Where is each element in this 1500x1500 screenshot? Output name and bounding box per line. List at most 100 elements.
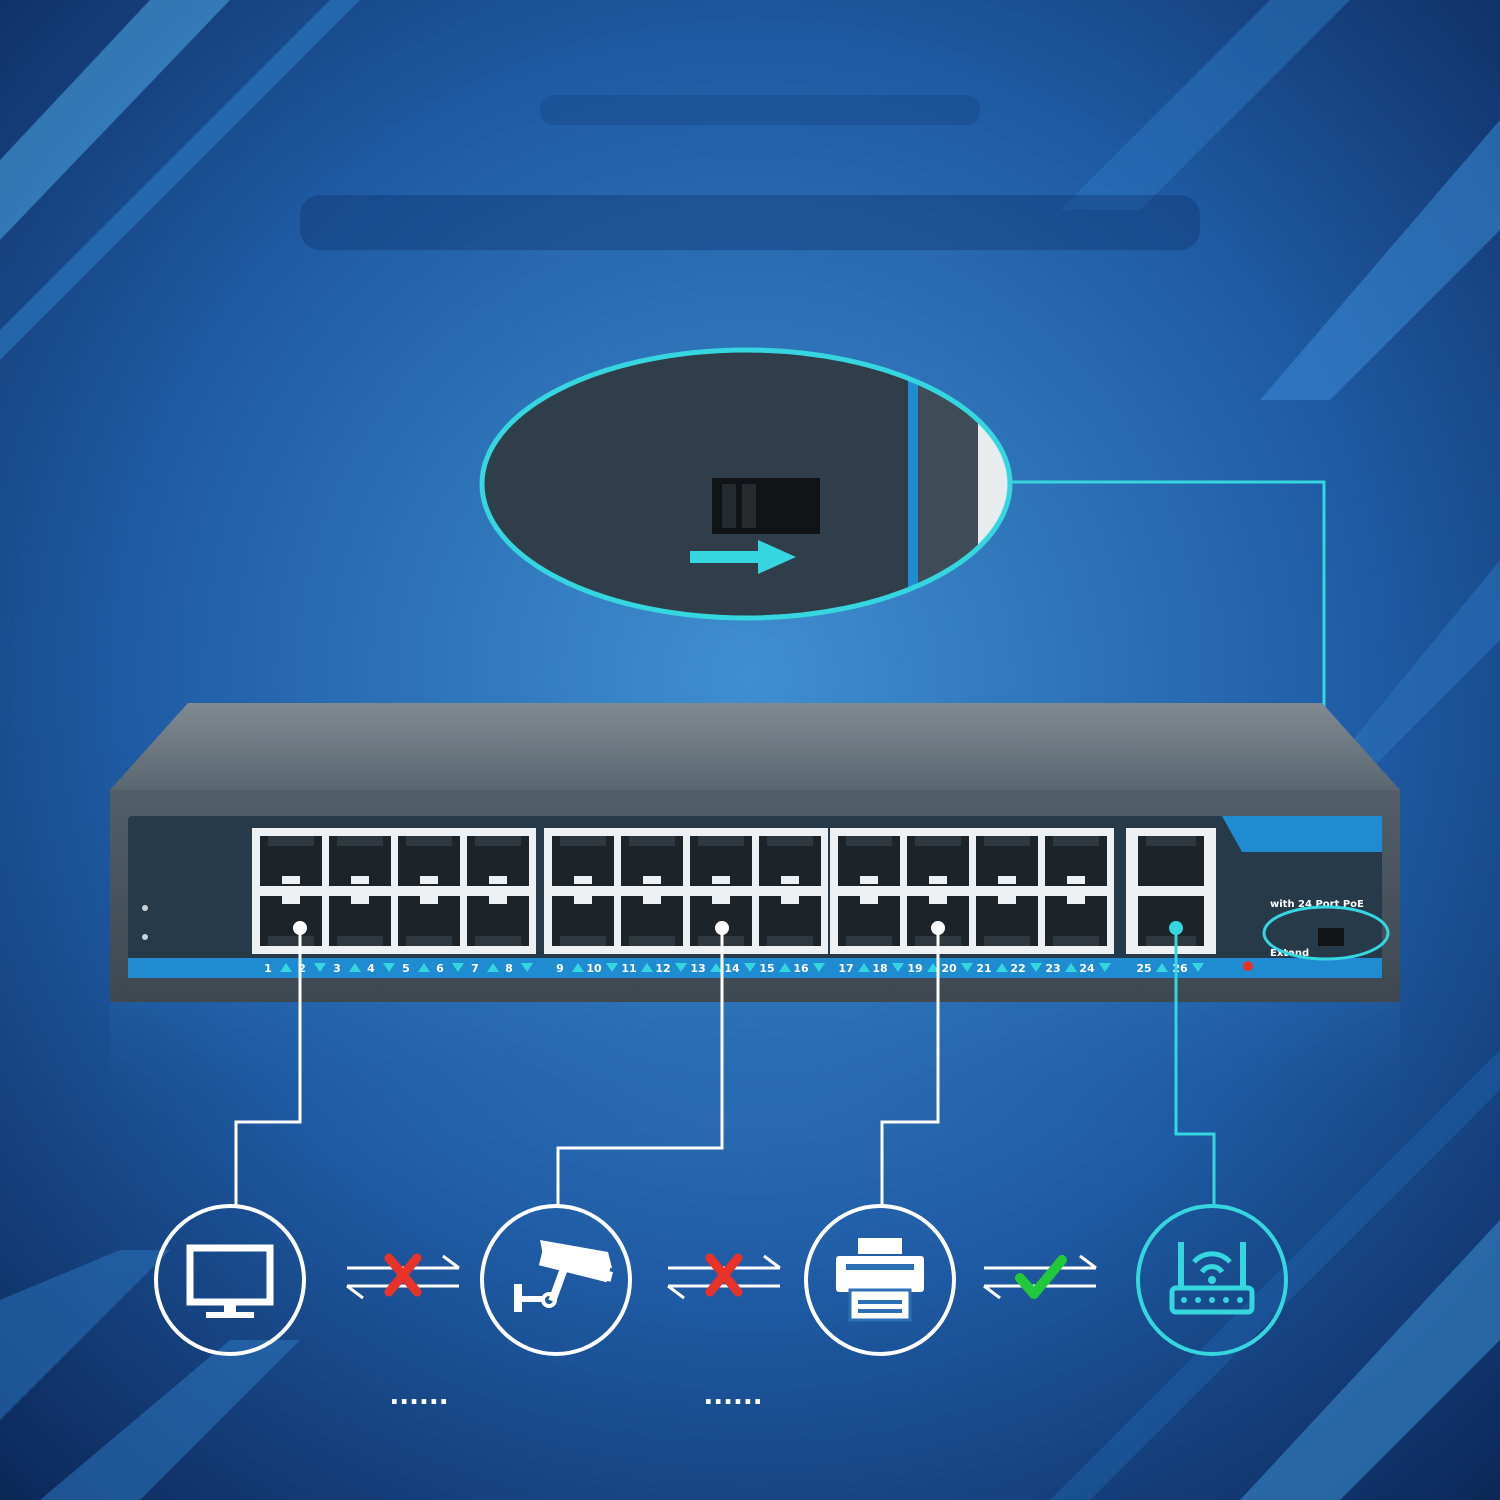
port-label: 13 <box>690 962 705 975</box>
triangle-up-icon <box>779 963 791 972</box>
connection-lines <box>234 928 1216 1206</box>
rj45-port[interactable] <box>260 836 322 886</box>
router-icon <box>1169 1242 1255 1315</box>
switch-reflection <box>110 1002 1400 1132</box>
rj45-port[interactable] <box>329 836 391 886</box>
triangle-down-icon <box>1099 963 1111 972</box>
port-label: 17 <box>838 962 853 975</box>
rj45-port[interactable] <box>552 836 614 886</box>
rj45-port[interactable] <box>467 836 529 886</box>
rj45-port[interactable] <box>1138 896 1204 946</box>
rj45-port[interactable] <box>690 836 752 886</box>
port-label: 20 <box>941 962 957 975</box>
ellipsis-right: ...... <box>703 1381 762 1411</box>
port-label: 1 <box>264 962 272 975</box>
triangle-down-icon <box>744 963 756 972</box>
rj45-port[interactable] <box>621 896 683 946</box>
triangle-up-icon <box>1156 963 1168 972</box>
camera-icon <box>514 1240 613 1312</box>
rj45-port[interactable] <box>759 896 821 946</box>
right-arrow-icon <box>690 551 762 563</box>
port-label: 2 <box>298 962 306 975</box>
triangle-up-icon <box>418 963 430 972</box>
blurred-band-top <box>540 95 980 125</box>
triangle-up-icon <box>1065 963 1077 972</box>
triangle-up-icon <box>858 963 870 972</box>
port-label: 18 <box>872 962 887 975</box>
rj45-port[interactable] <box>398 836 460 886</box>
port-dot <box>931 921 945 935</box>
switch-top <box>110 703 1400 790</box>
blurred-band <box>300 195 1200 250</box>
triangle-up-icon <box>710 963 722 972</box>
port-label: 5 <box>402 962 410 975</box>
power-led <box>142 905 148 911</box>
rj45-port[interactable] <box>976 896 1038 946</box>
triangle-down-icon <box>606 963 618 972</box>
status-led <box>142 934 148 940</box>
port-group-3 <box>830 828 1114 954</box>
triangle-up-icon <box>572 963 584 972</box>
link-arrows <box>983 1254 1097 1300</box>
port-label: 23 <box>1045 962 1060 975</box>
triangle-down-icon <box>314 963 326 972</box>
port-group-2 <box>544 828 828 954</box>
port-label: 10 <box>586 962 602 975</box>
port-dot <box>1169 921 1183 935</box>
device-router <box>1136 1204 1288 1356</box>
triangle-up-icon <box>487 963 499 972</box>
port-label: 24 <box>1079 962 1095 975</box>
port-dot <box>715 921 729 935</box>
triangle-down-icon <box>1192 963 1204 972</box>
port-dot <box>293 921 307 935</box>
triangle-down-icon <box>383 963 395 972</box>
rj45-port[interactable] <box>398 896 460 946</box>
port-label: 4 <box>367 962 375 975</box>
cross-icon <box>384 1253 422 1297</box>
triangle-up-icon <box>996 963 1008 972</box>
rj45-port[interactable] <box>907 836 969 886</box>
rj45-port[interactable] <box>1045 896 1107 946</box>
label-strip <box>128 958 1382 978</box>
triangle-up-icon <box>349 963 361 972</box>
link-arrows <box>346 1253 460 1300</box>
rj45-port[interactable] <box>838 836 900 886</box>
port-label: 21 <box>976 962 991 975</box>
monitor-icon <box>186 1244 274 1318</box>
rj45-port[interactable] <box>976 836 1038 886</box>
rj45-port[interactable] <box>260 896 322 946</box>
triangle-up-icon <box>280 963 292 972</box>
rj45-port[interactable] <box>1045 836 1107 886</box>
rj45-port[interactable] <box>838 896 900 946</box>
triangle-down-icon <box>452 963 464 972</box>
device-printer <box>804 1204 956 1356</box>
triangle-down-icon <box>892 963 904 972</box>
port-label: 25 <box>1136 962 1151 975</box>
rj45-port[interactable] <box>329 896 391 946</box>
port-label: 3 <box>333 962 341 975</box>
port-label: 16 <box>793 962 809 975</box>
ellipsis-left: ...... <box>389 1381 448 1411</box>
triangle-up-icon <box>927 963 939 972</box>
port-label: 9 <box>556 962 564 975</box>
port-label: 12 <box>655 962 670 975</box>
rj45-port[interactable] <box>621 836 683 886</box>
port-label: 6 <box>436 962 444 975</box>
triangle-down-icon <box>675 963 687 972</box>
rj45-port[interactable] <box>1138 836 1204 886</box>
switch-highlight <box>1262 905 1390 961</box>
rj45-port[interactable] <box>467 896 529 946</box>
rj45-port[interactable] <box>759 836 821 886</box>
port-label: 8 <box>505 962 513 975</box>
triangle-up-icon <box>641 963 653 972</box>
rj45-port[interactable] <box>552 896 614 946</box>
port-label: 15 <box>759 962 774 975</box>
triangle-down-icon <box>813 963 825 972</box>
mode-switch[interactable] <box>1318 928 1344 946</box>
triangle-down-icon <box>521 963 533 972</box>
check-icon <box>1015 1255 1067 1299</box>
cross-icon <box>705 1253 743 1297</box>
